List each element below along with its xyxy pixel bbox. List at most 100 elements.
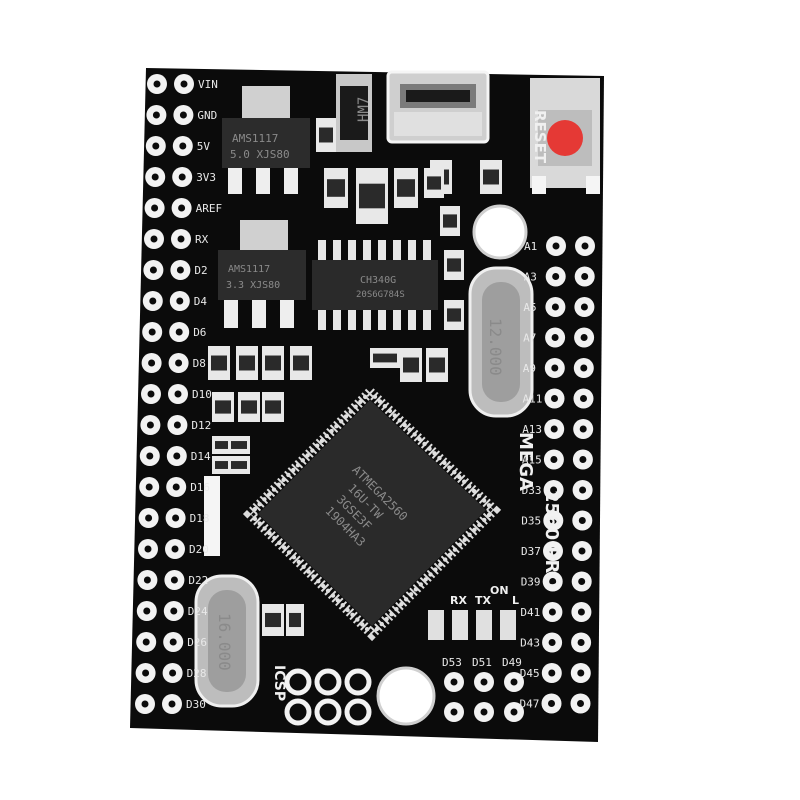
header-pad-hole (177, 235, 185, 243)
header-pad-hole (142, 638, 150, 646)
pin-label: D41 (520, 606, 540, 619)
smd-body (231, 461, 247, 469)
header-pad-hole (175, 328, 183, 336)
chip-pin (363, 308, 371, 330)
pin-label: D20 (189, 543, 209, 556)
smd-components (208, 118, 502, 636)
chip-pin (348, 240, 356, 262)
header-pad-hole (579, 425, 587, 433)
header-pad-hole (171, 545, 179, 553)
smd-body (215, 461, 231, 469)
smd-body (265, 400, 281, 414)
mounting-hole-bottom (376, 666, 436, 726)
header-pad-hole (577, 608, 585, 616)
smd-body (239, 355, 255, 371)
smd-body (429, 357, 445, 373)
header-pad-hole (175, 359, 183, 367)
header-pad-hole (580, 334, 588, 341)
pin-label: 3V3 (196, 171, 216, 184)
pin-label: D45 (520, 667, 540, 680)
header-pad-hole (151, 204, 159, 212)
chip-pin (408, 240, 416, 262)
header-pad-hole (548, 639, 556, 646)
silk-strip (204, 476, 220, 556)
header-pad-hole (549, 578, 557, 585)
pin-label: RX (195, 233, 209, 246)
header-pad-hole (581, 242, 589, 250)
atmega2560-chip: ATMEGA2560 16U-TW 3GSE3F 1904HA3 (242, 384, 502, 642)
reset-label: RESET (531, 110, 549, 164)
header-pad-hole (152, 111, 160, 119)
header-pad-hole (550, 456, 558, 463)
header-pad-hole (173, 452, 181, 460)
icsp-pad (284, 698, 312, 726)
smd-body (241, 400, 257, 414)
header-pad-hole (548, 700, 555, 707)
pin-label: D18 (190, 512, 210, 525)
header-pad-hole (170, 576, 178, 584)
header-pad-hole (168, 700, 176, 708)
smd-body (319, 127, 333, 143)
xtal1-text: 12.000 (486, 318, 505, 376)
smd-body (265, 612, 281, 628)
pin-label: A15 (522, 454, 542, 467)
header-pad-hole (173, 421, 181, 429)
pin-label: 5V (197, 140, 211, 153)
pin-label: D28 (187, 667, 207, 680)
smd-body (211, 355, 227, 371)
pin-label: D39 (521, 576, 541, 589)
smd-body (447, 308, 461, 322)
header-pad-hole (580, 364, 588, 372)
header-pad-hole (169, 669, 177, 677)
header-pad-hole (149, 297, 157, 305)
pin-label: A13 (522, 423, 542, 436)
smd-body (359, 183, 385, 209)
header-pad-hole (578, 517, 586, 524)
pin-label: D10 (192, 388, 212, 401)
header-pad-hole (551, 395, 558, 402)
header-pad-hole (550, 486, 558, 494)
header-pad-hole (551, 364, 559, 372)
header-pad-hole (153, 80, 161, 88)
smd-body (215, 441, 231, 449)
header-pad-hole (480, 678, 488, 686)
smd-body (483, 169, 499, 185)
header-pad-hole (549, 517, 557, 524)
chip-pin (318, 308, 326, 330)
icsp-pad (284, 668, 312, 696)
chip-pin (378, 308, 386, 330)
fuse-label: HM7 (356, 97, 372, 122)
smd-body (265, 355, 281, 371)
fuse: HM7 (336, 74, 372, 152)
header-pad-hole (581, 273, 589, 280)
icsp-pad (344, 698, 372, 726)
pin-label: D43 (520, 637, 540, 650)
header-pad-hole (179, 142, 187, 150)
header-pad-hole (578, 547, 586, 555)
header-pad-hole (176, 297, 184, 305)
chip-pin (318, 240, 326, 262)
header-pad-hole (145, 483, 153, 491)
pin-label: A7 (523, 332, 536, 345)
header-pad-hole (480, 708, 488, 716)
pin-label: A11 (523, 393, 543, 406)
smd-body (289, 612, 301, 628)
pin-label: AREF (196, 202, 223, 215)
header-pad-hole (550, 425, 558, 433)
icsp-label: ICSP (271, 665, 287, 701)
header-pad-hole (141, 700, 149, 708)
chip-pin (423, 308, 431, 330)
header-pad-hole (450, 678, 458, 686)
reset-button[interactable] (530, 78, 600, 194)
header-pad-hole (577, 639, 585, 646)
header-pad-hole (579, 486, 587, 494)
bottom-header-pads (444, 672, 524, 722)
header-pad-hole (552, 242, 560, 250)
header-pad-hole (552, 273, 560, 280)
header-pad-hole (577, 700, 584, 707)
chip-pin (408, 308, 416, 330)
pin-label: D2 (194, 264, 207, 277)
header-pad-hole (143, 607, 151, 615)
header-pad-hole (150, 235, 158, 243)
